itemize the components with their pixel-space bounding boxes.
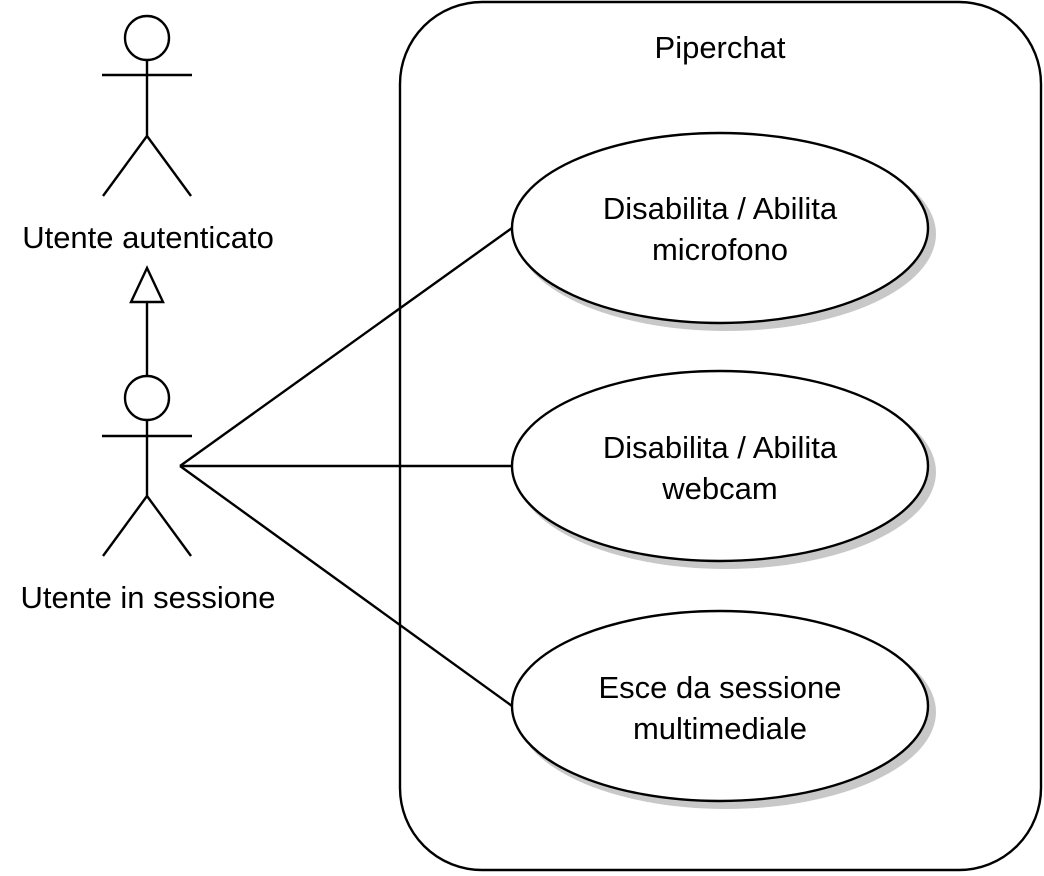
actor-left-leg (102, 135, 148, 197)
actor-head (123, 374, 171, 422)
use-case-line2: webcam (661, 471, 777, 506)
actor-label: Utente in sessione (20, 580, 275, 615)
actor-label: Utente autenticato (22, 220, 274, 255)
association-microphone (179, 227, 513, 467)
use-case-toggle-webcam: Disabilita / Abilita webcam (510, 369, 936, 569)
use-case-line1: Disabilita / Abilita (603, 430, 838, 465)
use-case-leave-session: Esce da sessione multimediale (510, 609, 936, 809)
actor-left-leg (102, 495, 148, 557)
associations (179, 227, 513, 707)
actor-authenticated-user: Utente autenticato (22, 14, 274, 255)
generalization-arrowhead (129, 265, 165, 304)
actor-session-user: Utente in sessione (20, 374, 276, 615)
use-case-line1: Disabilita / Abilita (603, 191, 838, 226)
actor-right-leg (146, 495, 192, 557)
use-case-ellipse (510, 609, 930, 803)
generalization-arrow (129, 265, 165, 376)
use-case-line2: multimediale (633, 711, 807, 746)
association-leave-session (179, 465, 513, 707)
use-case-line1: Esce da sessione (599, 670, 842, 705)
actor-head (123, 14, 171, 62)
actor-right-leg (146, 135, 192, 197)
use-case-ellipse (510, 369, 930, 563)
use-case-ellipse (510, 131, 930, 325)
system-boundary: Piperchat (398, 0, 1043, 872)
system-title: Piperchat (655, 30, 786, 65)
use-case-toggle-microphone: Disabilita / Abilita microfono (510, 131, 936, 331)
use-case-line2: microfono (652, 232, 788, 267)
